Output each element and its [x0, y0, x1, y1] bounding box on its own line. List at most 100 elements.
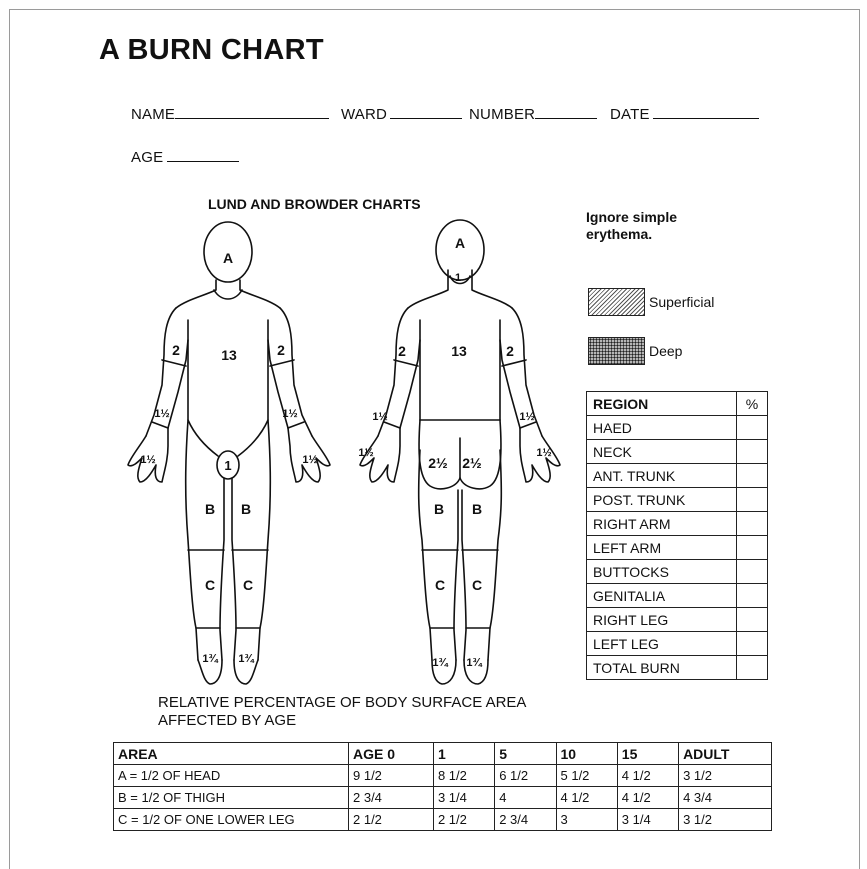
- relative-percentage-caption: RELATIVE PERCENTAGE OF BODY SURFACE AREA…: [158, 694, 526, 730]
- front-head-label: A: [223, 250, 233, 266]
- ward-field[interactable]: WARD: [341, 104, 462, 123]
- value-cell: 3 1/4: [617, 809, 678, 831]
- date-blank[interactable]: [653, 104, 759, 119]
- front-right-leg-label: C: [205, 577, 215, 593]
- back-left-foot-label: 1¾: [432, 657, 448, 669]
- back-right-foot-label: 1¾: [466, 657, 482, 669]
- region-name: TOTAL BURN: [587, 656, 737, 680]
- region-percent-cell[interactable]: [737, 512, 768, 536]
- region-name: BUTTOCKS: [587, 560, 737, 584]
- value-cell: 2 3/4: [495, 809, 556, 831]
- age-1-header: 1: [433, 743, 494, 765]
- value-cell: 4 3/4: [679, 787, 772, 809]
- table-row: LEFT ARM: [587, 536, 768, 560]
- age-blank[interactable]: [167, 147, 239, 162]
- value-cell: 4 1/2: [556, 787, 617, 809]
- back-left-thigh-label: B: [434, 501, 444, 517]
- table-row: BUTTOCKS: [587, 560, 768, 584]
- number-field[interactable]: NUMBER: [469, 104, 597, 123]
- region-percent-cell[interactable]: [737, 584, 768, 608]
- region-percent-cell[interactable]: [737, 632, 768, 656]
- legend-deep: Deep: [588, 337, 682, 365]
- region-name: LEFT ARM: [587, 536, 737, 560]
- table-row: B = 1/2 OF THIGH 2 3/4 3 1/4 4 4 1/2 4 1…: [114, 787, 772, 809]
- front-trunk-label: 13: [221, 347, 237, 363]
- name-field[interactable]: NAME: [131, 104, 329, 123]
- front-right-foot-label: 1¾: [202, 653, 218, 665]
- back-head-label: A: [455, 235, 465, 251]
- region-name: LEFT LEG: [587, 632, 737, 656]
- value-cell: 3 1/2: [679, 809, 772, 831]
- region-name: ANT. TRUNK: [587, 464, 737, 488]
- back-right-upper-arm-label: 2: [506, 343, 514, 359]
- superficial-swatch: [588, 288, 645, 316]
- back-left-leg-label: C: [435, 577, 445, 593]
- region-percent-cell[interactable]: [737, 656, 768, 680]
- date-field[interactable]: DATE: [610, 104, 759, 123]
- table-row: C = 1/2 OF ONE LOWER LEG 2 1/2 2 1/2 2 3…: [114, 809, 772, 831]
- region-percent-cell[interactable]: [737, 560, 768, 584]
- body-diagrams: A 13 2 2 1½ 1½ 1½ 1½ 1 B B C C 1¾ 1¾ A 1…: [118, 210, 578, 690]
- date-label: DATE: [610, 106, 650, 123]
- front-left-thigh-label: B: [241, 501, 251, 517]
- ward-blank[interactable]: [390, 104, 462, 119]
- back-trunk-label: 13: [451, 343, 467, 359]
- percent-header: %: [737, 392, 768, 416]
- age-0-header: AGE 0: [349, 743, 434, 765]
- region-percent-cell[interactable]: [737, 464, 768, 488]
- superficial-label: Superficial: [649, 294, 714, 310]
- table-row: A = 1/2 OF HEAD 9 1/2 8 1/2 6 1/2 5 1/2 …: [114, 765, 772, 787]
- table-row: LEFT LEG: [587, 632, 768, 656]
- back-neck-label: 1: [455, 272, 461, 284]
- value-cell: 4 1/2: [617, 765, 678, 787]
- name-blank[interactable]: [175, 104, 329, 119]
- page-title: A BURN CHART: [99, 34, 324, 67]
- legend-superficial: Superficial: [588, 288, 714, 316]
- table-row: GENITALIA: [587, 584, 768, 608]
- region-percent-cell[interactable]: [737, 440, 768, 464]
- age-field[interactable]: AGE: [131, 147, 239, 166]
- back-left-hand-label: 1½: [358, 447, 373, 459]
- back-left-upper-arm-label: 2: [398, 343, 406, 359]
- front-right-hand-label: 1½: [140, 454, 155, 466]
- caption-line-2: AFFECTED BY AGE: [158, 712, 526, 730]
- region-percent-cell[interactable]: [737, 416, 768, 440]
- back-right-buttock-label: 2½: [462, 455, 482, 471]
- value-cell: 2 3/4: [349, 787, 434, 809]
- value-cell: 3 1/4: [433, 787, 494, 809]
- front-genitalia-label: 1: [224, 458, 231, 473]
- front-right-upper-arm-label: 2: [172, 342, 180, 358]
- adult-header: ADULT: [679, 743, 772, 765]
- region-percent-cell[interactable]: [737, 536, 768, 560]
- value-cell: 8 1/2: [433, 765, 494, 787]
- back-right-hand-label: 1½: [536, 447, 551, 459]
- number-label: NUMBER: [469, 106, 535, 123]
- table-row: POST. TRUNK: [587, 488, 768, 512]
- age-table-header: AREA AGE 0 1 5 10 15 ADULT: [114, 743, 772, 765]
- region-name: HAED: [587, 416, 737, 440]
- region-name: NECK: [587, 440, 737, 464]
- region-table: REGION % HAED NECK ANT. TRUNK POST. TRUN…: [586, 391, 768, 680]
- deep-swatch: [588, 337, 645, 365]
- table-row: RIGHT LEG: [587, 608, 768, 632]
- front-right-forearm-label: 1½: [154, 408, 169, 420]
- age-percentage-table: AREA AGE 0 1 5 10 15 ADULT A = 1/2 OF HE…: [113, 742, 772, 831]
- name-label: NAME: [131, 106, 175, 123]
- back-figure: [360, 220, 560, 684]
- number-blank[interactable]: [535, 104, 597, 119]
- table-row: RIGHT ARM: [587, 512, 768, 536]
- area-cell: C = 1/2 OF ONE LOWER LEG: [114, 809, 349, 831]
- ward-label: WARD: [341, 106, 387, 123]
- value-cell: 4 1/2: [617, 787, 678, 809]
- front-left-upper-arm-label: 2: [277, 342, 285, 358]
- region-name: RIGHT ARM: [587, 512, 737, 536]
- value-cell: 5 1/2: [556, 765, 617, 787]
- front-left-hand-label: 1½: [302, 454, 317, 466]
- deep-label: Deep: [649, 343, 682, 359]
- region-percent-cell[interactable]: [737, 488, 768, 512]
- table-row: ANT. TRUNK: [587, 464, 768, 488]
- erythema-note: Ignore simple erythema.: [586, 209, 726, 243]
- area-cell: A = 1/2 OF HEAD: [114, 765, 349, 787]
- region-percent-cell[interactable]: [737, 608, 768, 632]
- value-cell: 3 1/2: [679, 765, 772, 787]
